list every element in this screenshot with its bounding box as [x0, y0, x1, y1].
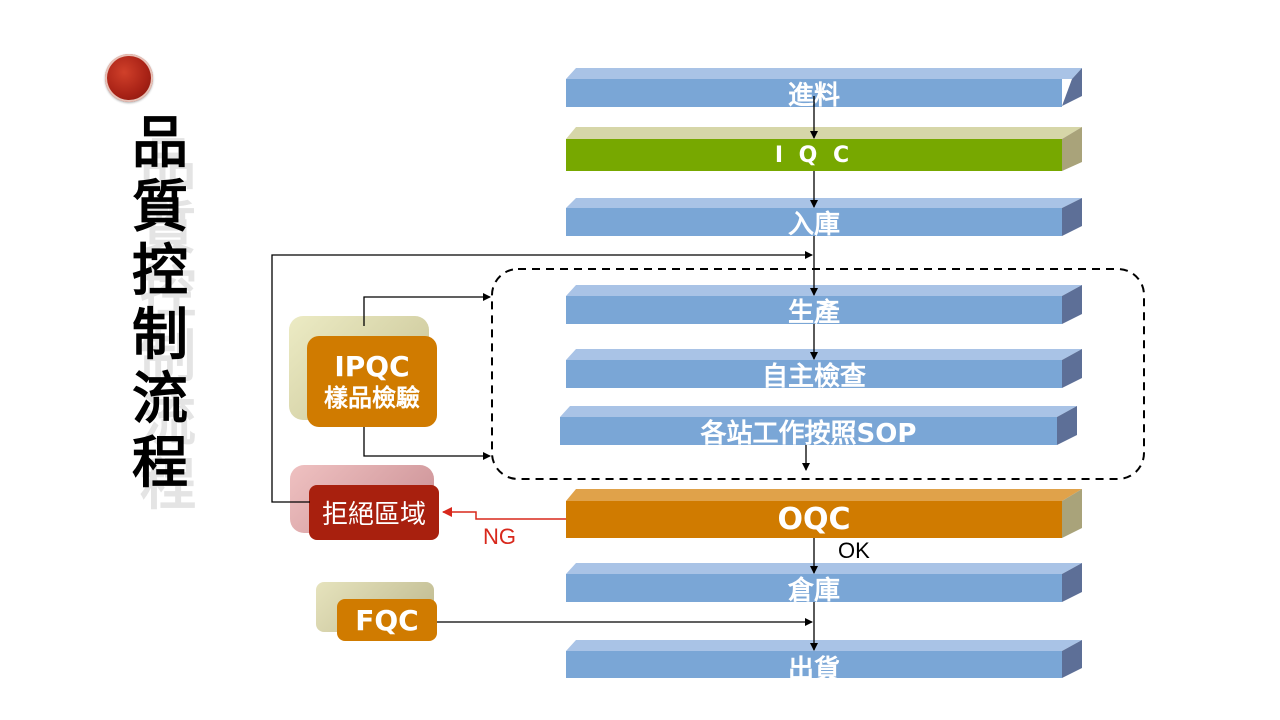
- ipqc-sublabel: 樣品檢驗: [324, 383, 420, 412]
- step-label: 自主檢查: [761, 361, 866, 392]
- ipqc-box: IPQC 樣品檢驗: [307, 336, 437, 427]
- step-warehousing: 入庫: [566, 208, 1062, 240]
- step-storage: 倉庫: [566, 574, 1062, 606]
- step-label: 生產: [787, 297, 840, 328]
- title-char: 質質: [132, 175, 196, 262]
- step-label: 進料: [787, 80, 840, 111]
- step-shipping: 出貨: [566, 651, 1062, 678]
- step-iqc: I Q C: [566, 139, 1062, 171]
- reject-label: 拒絕區域: [321, 500, 426, 530]
- ipqc-label: IPQC: [334, 349, 410, 383]
- title-char: 品品: [132, 111, 196, 198]
- step-label: 倉庫: [787, 575, 840, 606]
- step-production: 生產: [566, 296, 1062, 328]
- ng-label: NG: [483, 524, 516, 549]
- step-label: OQC: [777, 502, 851, 537]
- step-incoming: 進料: [566, 79, 1062, 111]
- ok-label: OK: [838, 538, 870, 563]
- title-char: 控控: [132, 239, 196, 326]
- reject-area-box: 拒絕區域: [309, 485, 439, 540]
- title-char: 制制: [132, 303, 196, 390]
- step-label: 入庫: [787, 209, 840, 240]
- step-station-sop: 各站工作按照SOP: [560, 417, 1057, 449]
- fqc-label: FQC: [355, 603, 419, 637]
- step-self-inspection: 自主檢查: [566, 360, 1062, 392]
- step-label: 各站工作按照SOP: [700, 418, 917, 449]
- step-oqc: OQC: [566, 501, 1062, 538]
- fqc-box: FQC: [337, 599, 437, 641]
- step-label: 出貨: [787, 655, 840, 678]
- step-label: I Q C: [774, 142, 854, 168]
- bullet-circle-icon: [105, 54, 153, 102]
- title-char: 程程: [132, 431, 196, 518]
- title-char: 流流: [132, 367, 196, 454]
- page-title: 品品 質質 控控 制制 流流 程程: [128, 111, 196, 518]
